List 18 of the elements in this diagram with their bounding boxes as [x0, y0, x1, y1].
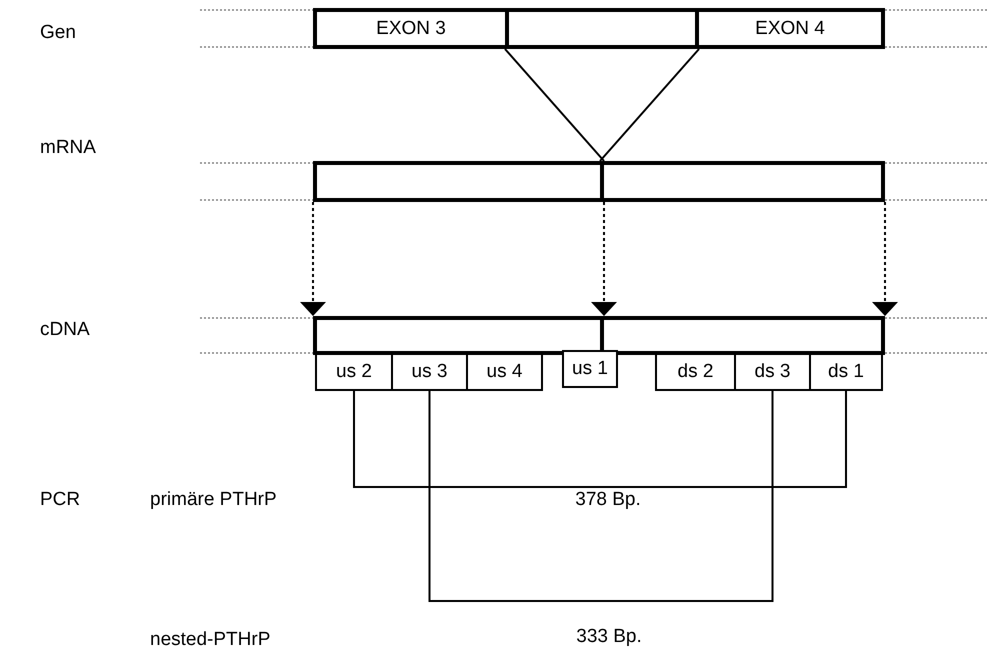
row-label: primäre PTHrP — [150, 489, 277, 511]
connector-line — [599, 48, 700, 162]
row-label: cDNA — [40, 319, 90, 341]
connector-line — [428, 391, 774, 602]
segment-box: us 2 — [315, 353, 393, 391]
segment-box: ds 1 — [809, 353, 883, 391]
arrow — [591, 202, 617, 316]
segment-box: ds 2 — [655, 353, 736, 391]
row-label: mRNA — [40, 137, 96, 159]
row-label: PCR — [40, 489, 80, 511]
segment-box: us 1 — [562, 350, 618, 388]
connector-line — [353, 391, 847, 488]
row-label: Gen — [40, 22, 76, 44]
segment-box: us 4 — [466, 353, 543, 391]
row-label: nested-PTHrP — [150, 629, 270, 650]
connector-line — [504, 48, 605, 162]
arrow — [872, 202, 898, 316]
arrow — [300, 202, 326, 316]
